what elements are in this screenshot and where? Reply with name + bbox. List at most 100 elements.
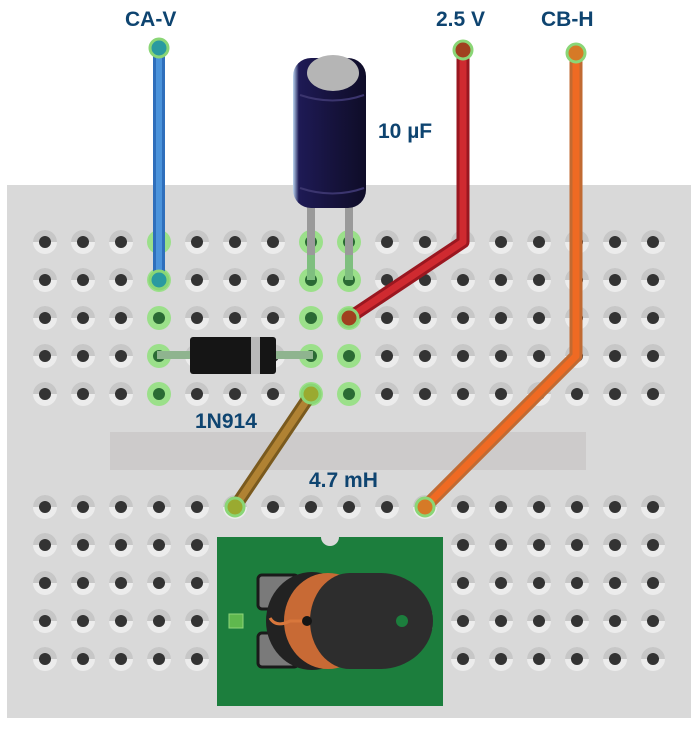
hole-top-r1-c11[interactable]: [419, 236, 431, 248]
hole-top-r4-c11[interactable]: [419, 350, 431, 362]
hole-top-r2-c1[interactable]: [39, 274, 51, 286]
hole-bottom-r5-c2[interactable]: [77, 653, 89, 665]
hole-top-r2-c2[interactable]: [77, 274, 89, 286]
hole-top-r1-c3[interactable]: [115, 236, 127, 248]
hole-top-r4-c17[interactable]: [647, 350, 659, 362]
hole-top-r2-c12[interactable]: [457, 274, 469, 286]
hole-bottom-r1-c16[interactable]: [609, 501, 621, 513]
hole-bottom-r2-c4[interactable]: [153, 539, 165, 551]
hole-top-r2-c6[interactable]: [229, 274, 241, 286]
hole-top-r4-c16[interactable]: [609, 350, 621, 362]
hole-bottom-r5-c4[interactable]: [153, 653, 165, 665]
hole-bottom-r4-c15[interactable]: [571, 615, 583, 627]
hole-top-r1-c17[interactable]: [647, 236, 659, 248]
hole-bottom-r5-c1[interactable]: [39, 653, 51, 665]
wire-end-ca-v-top[interactable]: [148, 37, 170, 59]
hole-top-r1-c14[interactable]: [533, 236, 545, 248]
hole-top-r2-c17[interactable]: [647, 274, 659, 286]
hole-bottom-r4-c5[interactable]: [191, 615, 203, 627]
hole-bottom-r5-c17[interactable]: [647, 653, 659, 665]
hole-top-r1-c13[interactable]: [495, 236, 507, 248]
hole-bottom-r4-c2[interactable]: [77, 615, 89, 627]
hole-top-r5-c16[interactable]: [609, 388, 621, 400]
hole-top-r3-c10[interactable]: [381, 312, 393, 324]
hole-top-r2-c5[interactable]: [191, 274, 203, 286]
hole-top-r1-c7[interactable]: [267, 236, 279, 248]
hole-top-r3-c12[interactable]: [457, 312, 469, 324]
hole-bottom-r1-c10[interactable]: [381, 501, 393, 513]
inductor[interactable]: [217, 528, 443, 706]
hole-bottom-r1-c15[interactable]: [571, 501, 583, 513]
hole-bottom-r4-c14[interactable]: [533, 615, 545, 627]
hole-top-r5-c5[interactable]: [191, 388, 203, 400]
hole-bottom-r1-c3[interactable]: [115, 501, 127, 513]
hole-top-r1-c5[interactable]: [191, 236, 203, 248]
hole-bottom-r2-c3[interactable]: [115, 539, 127, 551]
hole-bottom-r4-c16[interactable]: [609, 615, 621, 627]
hole-top-r5-c9[interactable]: [343, 388, 355, 400]
wire-end-cb-h-top[interactable]: [565, 42, 587, 64]
hole-bottom-r3-c16[interactable]: [609, 577, 621, 589]
hole-top-r1-c6[interactable]: [229, 236, 241, 248]
hole-bottom-r4-c4[interactable]: [153, 615, 165, 627]
hole-bottom-r1-c12[interactable]: [457, 501, 469, 513]
hole-bottom-r4-c17[interactable]: [647, 615, 659, 627]
hole-bottom-r3-c12[interactable]: [457, 577, 469, 589]
hole-bottom-r2-c16[interactable]: [609, 539, 621, 551]
hole-bottom-r1-c2[interactable]: [77, 501, 89, 513]
hole-top-r2-c13[interactable]: [495, 274, 507, 286]
hole-bottom-r5-c5[interactable]: [191, 653, 203, 665]
hole-bottom-r5-c14[interactable]: [533, 653, 545, 665]
hole-bottom-r2-c17[interactable]: [647, 539, 659, 551]
hole-top-r5-c12[interactable]: [457, 388, 469, 400]
hole-top-r2-c16[interactable]: [609, 274, 621, 286]
hole-bottom-r2-c14[interactable]: [533, 539, 545, 551]
hole-bottom-r4-c3[interactable]: [115, 615, 127, 627]
hole-bottom-r2-c2[interactable]: [77, 539, 89, 551]
hole-bottom-r5-c15[interactable]: [571, 653, 583, 665]
hole-top-r4-c9[interactable]: [343, 350, 355, 362]
hole-top-r2-c14[interactable]: [533, 274, 545, 286]
hole-top-r3-c17[interactable]: [647, 312, 659, 324]
hole-bottom-r1-c17[interactable]: [647, 501, 659, 513]
hole-top-r5-c13[interactable]: [495, 388, 507, 400]
hole-bottom-r1-c1[interactable]: [39, 501, 51, 513]
hole-top-r3-c5[interactable]: [191, 312, 203, 324]
hole-bottom-r4-c13[interactable]: [495, 615, 507, 627]
hole-bottom-r3-c3[interactable]: [115, 577, 127, 589]
diode[interactable]: [157, 337, 313, 374]
hole-top-r4-c12[interactable]: [457, 350, 469, 362]
hole-top-r4-c2[interactable]: [77, 350, 89, 362]
hole-bottom-r5-c12[interactable]: [457, 653, 469, 665]
hole-bottom-r3-c17[interactable]: [647, 577, 659, 589]
wire-end-2-5v-top[interactable]: [452, 39, 474, 61]
hole-top-r3-c14[interactable]: [533, 312, 545, 324]
hole-bottom-r5-c16[interactable]: [609, 653, 621, 665]
hole-top-r1-c1[interactable]: [39, 236, 51, 248]
hole-top-r4-c3[interactable]: [115, 350, 127, 362]
hole-top-r5-c11[interactable]: [419, 388, 431, 400]
hole-top-r1-c16[interactable]: [609, 236, 621, 248]
hole-top-r3-c3[interactable]: [115, 312, 127, 324]
hole-bottom-r3-c15[interactable]: [571, 577, 583, 589]
hole-bottom-r2-c1[interactable]: [39, 539, 51, 551]
hole-bottom-r3-c5[interactable]: [191, 577, 203, 589]
hole-top-r1-c10[interactable]: [381, 236, 393, 248]
hole-bottom-r1-c14[interactable]: [533, 501, 545, 513]
hole-bottom-r1-c4[interactable]: [153, 501, 165, 513]
hole-top-r5-c2[interactable]: [77, 388, 89, 400]
hole-top-r5-c15[interactable]: [571, 388, 583, 400]
hole-bottom-r1-c7[interactable]: [267, 501, 279, 513]
hole-top-r5-c17[interactable]: [647, 388, 659, 400]
hole-top-r1-c2[interactable]: [77, 236, 89, 248]
hole-top-r4-c1[interactable]: [39, 350, 51, 362]
hole-top-r5-c10[interactable]: [381, 388, 393, 400]
hole-bottom-r3-c2[interactable]: [77, 577, 89, 589]
hole-top-r3-c16[interactable]: [609, 312, 621, 324]
hole-bottom-r5-c13[interactable]: [495, 653, 507, 665]
hole-bottom-r3-c13[interactable]: [495, 577, 507, 589]
hole-top-r3-c4[interactable]: [153, 312, 165, 324]
hole-top-r3-c8[interactable]: [305, 312, 317, 324]
hole-top-r4-c10[interactable]: [381, 350, 393, 362]
hole-bottom-r5-c3[interactable]: [115, 653, 127, 665]
